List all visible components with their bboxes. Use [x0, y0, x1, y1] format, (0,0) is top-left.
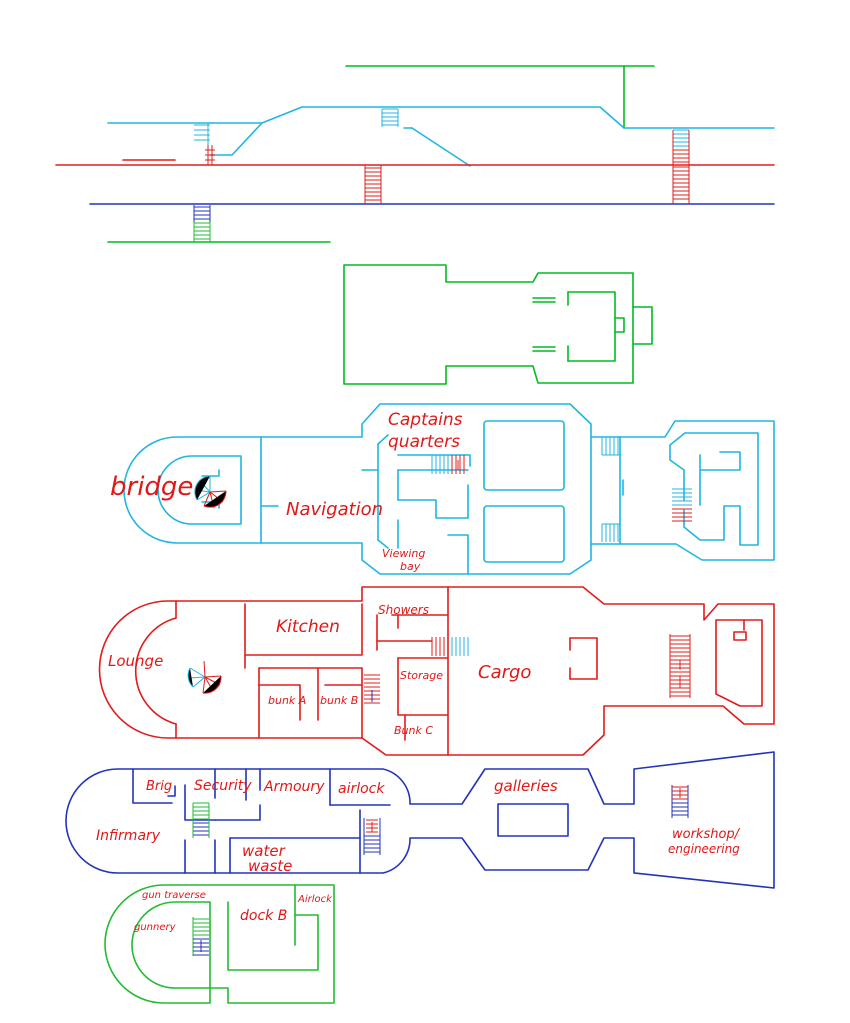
landing-deck-plan	[104, 884, 335, 1004]
label-storage: Storage	[400, 669, 443, 682]
label-galleries: galleries	[494, 777, 558, 795]
label-water-2: waste	[248, 857, 292, 875]
room-labels: bridge Navigation Captains quarters View…	[96, 410, 741, 933]
spiral-stair-lounge	[187, 660, 222, 694]
label-gunnery: gunnery	[134, 922, 177, 933]
elevation-main-deck	[55, 159, 775, 166]
stairs-elevation-main	[205, 130, 690, 204]
label-armoury: Armoury	[263, 779, 325, 795]
label-viewing-bay-2: bay	[400, 560, 421, 573]
label-bunk-b: bunk B	[320, 694, 358, 707]
top-deck-plan	[343, 264, 653, 385]
label-security: Security	[194, 778, 252, 794]
label-workshop-2: engineering	[668, 842, 740, 856]
stairs-elevation-lower	[193, 205, 211, 222]
label-lounge: Lounge	[108, 652, 163, 670]
label-gun-traverse: gun traverse	[142, 890, 206, 901]
label-water-1: water	[242, 842, 286, 860]
label-airlock-b: Airlock	[297, 894, 333, 905]
label-captains-quarters-1: Captains	[388, 410, 463, 430]
label-viewing-bay-1: Viewing	[382, 547, 425, 560]
label-dock-b: dock B	[240, 908, 287, 924]
label-captains-quarters-2: quarters	[388, 432, 460, 452]
label-bunk-c: Bunk C	[394, 724, 433, 737]
label-kitchen: Kitchen	[276, 617, 340, 637]
stairs-upper-deck	[431, 437, 692, 542]
stairs-landing-deck	[192, 917, 209, 956]
label-navigation: Navigation	[286, 499, 383, 520]
lower-deck-plan	[65, 751, 775, 889]
stairs-elevation-upper	[194, 108, 689, 147]
label-showers: Showers	[378, 603, 429, 617]
stairs-elevation-landing	[193, 222, 211, 242]
label-cargo: Cargo	[478, 662, 531, 683]
label-infirmary: Infirmary	[96, 828, 161, 844]
elevation-upper-deck	[107, 106, 775, 167]
elevation-top-deck	[107, 65, 655, 243]
label-airlock: airlock	[338, 781, 385, 797]
label-bunk-a: bunk A	[268, 694, 306, 707]
stairs-lower-deck	[192, 785, 689, 855]
spiral-stair-bridge	[194, 475, 227, 509]
stairs-main-deck	[364, 634, 691, 704]
main-deck-plan	[98, 586, 775, 756]
side-elevation	[55, 65, 775, 243]
label-workshop-1: workshop/	[672, 827, 741, 842]
label-brig: Brig	[146, 779, 172, 794]
label-bridge: bridge	[110, 472, 193, 502]
